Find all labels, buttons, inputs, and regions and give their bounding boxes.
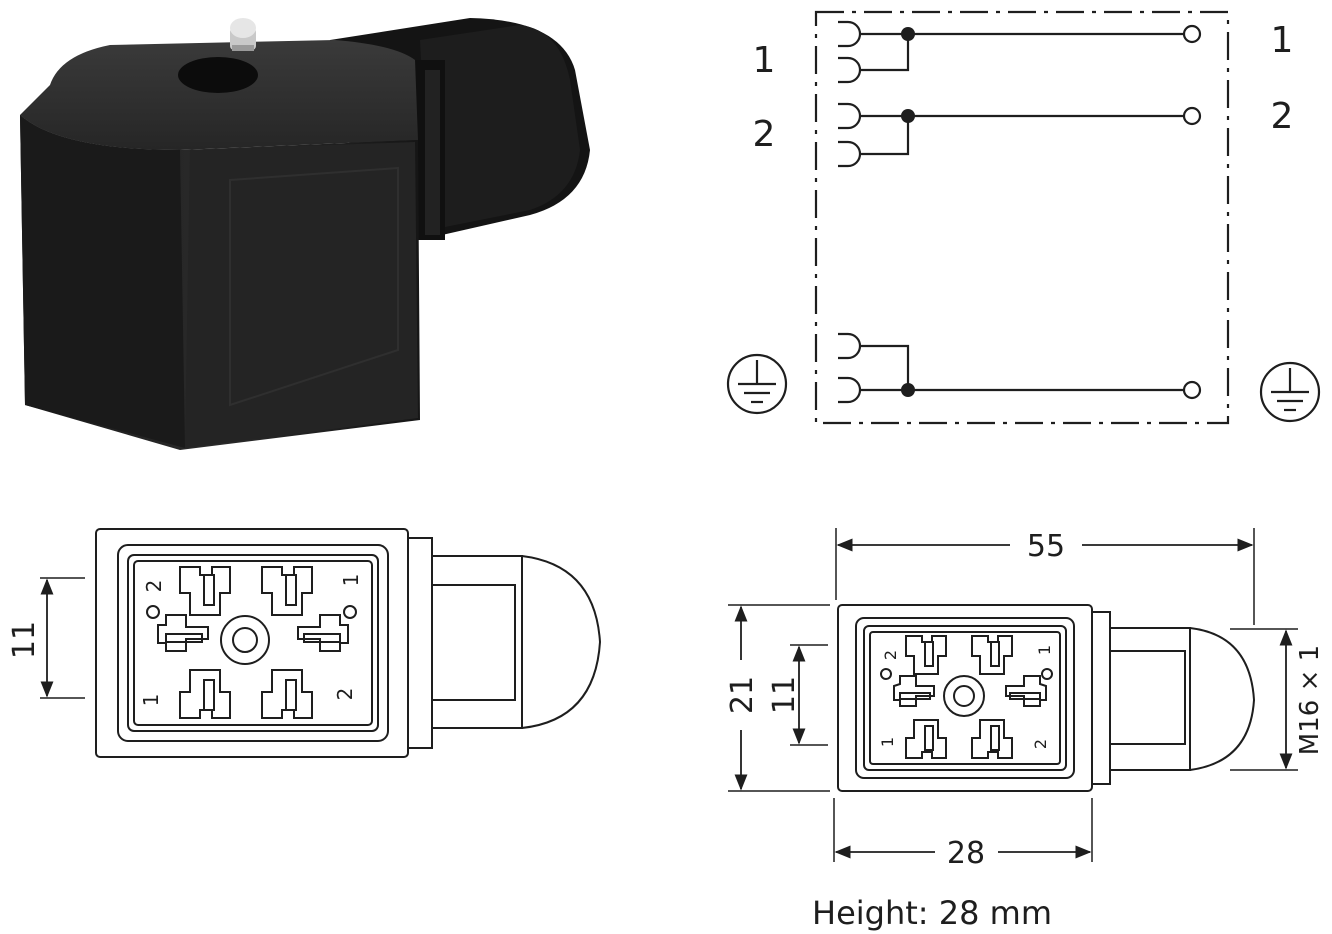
dim-pin-label: 1 [1035,645,1054,655]
contact-cup [838,20,862,48]
dim-pin-label: 1 [878,737,897,747]
dim-pin-label: 2 [1031,739,1050,749]
dim-width-55: 55 [1027,529,1065,564]
protective-earth-icon [726,353,788,415]
pin-label-right-1: 1 [1271,20,1294,61]
thread-size-label: M16 × 1 [1295,645,1325,755]
dim-height-21: 21 [725,676,760,714]
enclosure-outline [814,10,1230,425]
wiring-schematic [814,10,1230,425]
terminal [1182,380,1202,400]
front-pin-label: 2 [333,688,357,701]
dim-pin-label: 2 [881,650,900,660]
dim-pin-spacing-11: 11 [767,676,802,714]
junction-dot [901,27,915,41]
pin-label-left-2: 2 [753,114,776,155]
junction-dot [901,383,915,397]
contact-cup [838,102,862,130]
front-pin-label: 1 [139,694,163,707]
protective-earth-icon [1259,361,1321,423]
contact-cup [838,140,862,168]
contact-cup [838,56,862,84]
front-view-drawing [40,528,602,758]
dimensioned-view-drawing [728,528,1298,862]
front-pin-label: 2 [142,580,166,593]
height-caption: Height: 28 mm [812,894,1052,932]
connector-photo [20,18,590,450]
terminal [1182,106,1202,126]
front-view-dim-11: 11 [7,621,42,659]
junction-dot [901,109,915,123]
dim-body-28: 28 [947,836,985,871]
contact-cup [838,376,862,404]
terminal [1182,24,1202,44]
pin-label-left-1: 1 [753,40,776,81]
pin-label-right-2: 2 [1271,96,1294,137]
front-pin-label: 1 [339,574,363,587]
contact-cup [838,332,862,360]
